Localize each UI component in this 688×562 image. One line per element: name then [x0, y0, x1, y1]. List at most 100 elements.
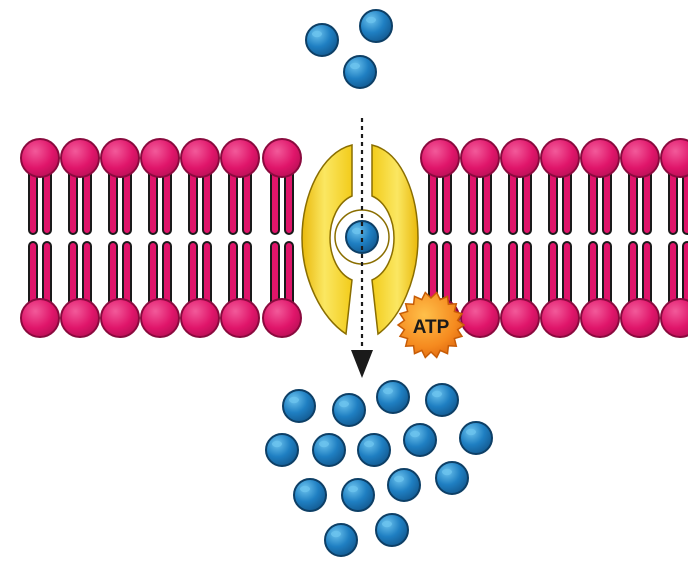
molecule-inside	[312, 433, 346, 467]
lipid-tail	[68, 167, 78, 235]
molecule-in-channel	[345, 220, 379, 254]
lipid-tail	[482, 241, 492, 309]
lipid-tail	[628, 167, 638, 235]
lipid-tail	[202, 167, 212, 235]
lipid-tail	[148, 241, 158, 309]
molecule-highlight	[348, 485, 358, 493]
molecule-highlight	[289, 396, 299, 404]
lipid-head	[262, 138, 302, 178]
molecule-body	[387, 468, 421, 502]
lipid-tail	[428, 167, 438, 235]
lipid-tail	[642, 241, 652, 309]
atp-energy-badge: ATP	[396, 291, 466, 359]
molecule-body	[343, 55, 377, 89]
lipid-head	[262, 298, 302, 338]
lipid-head	[460, 298, 500, 338]
lipid-tail	[162, 167, 172, 235]
phospholipid	[620, 138, 660, 338]
lipid-tail	[68, 241, 78, 309]
molecule-outside	[305, 23, 339, 57]
molecule-inside	[293, 478, 327, 512]
lipid-head	[620, 298, 660, 338]
lipid-tail	[522, 241, 532, 309]
phospholipid	[140, 138, 180, 338]
channel-protein-right-half	[371, 144, 419, 336]
lipid-tail	[188, 241, 198, 309]
lipid-head	[500, 298, 540, 338]
molecule-inside	[435, 461, 469, 495]
molecule-body	[265, 433, 299, 467]
lipid-tail	[442, 167, 452, 235]
molecule-highlight	[352, 227, 362, 235]
molecule-highlight	[366, 16, 376, 24]
molecule-body	[312, 433, 346, 467]
lipid-tail	[508, 241, 518, 309]
lipid-tail	[242, 167, 252, 235]
phospholipid	[460, 138, 500, 338]
lipid-head	[420, 138, 460, 178]
lipid-head	[660, 138, 688, 178]
lipid-head	[100, 138, 140, 178]
molecule-highlight	[410, 430, 420, 438]
lipid-head	[220, 298, 260, 338]
lipid-head	[60, 298, 100, 338]
lipid-tail	[642, 167, 652, 235]
molecule-highlight	[382, 520, 392, 528]
molecule-highlight	[300, 485, 310, 493]
lipid-tail	[122, 167, 132, 235]
phospholipid	[100, 138, 140, 338]
arrow-head-icon	[351, 350, 373, 378]
lipid-tail	[668, 167, 678, 235]
molecule-body	[282, 389, 316, 423]
lipid-head	[540, 298, 580, 338]
lipid-tail	[284, 241, 294, 309]
molecule-highlight	[364, 440, 374, 448]
lipid-tail	[468, 241, 478, 309]
molecule-body	[376, 380, 410, 414]
lipid-head	[660, 298, 688, 338]
molecule-highlight	[466, 428, 476, 436]
channel-protein-left-half	[301, 144, 353, 336]
phospholipid	[580, 138, 620, 338]
molecule-inside	[341, 478, 375, 512]
phospholipid	[660, 138, 688, 338]
lipid-tail	[228, 167, 238, 235]
molecule-body	[459, 421, 493, 455]
lipid-head	[540, 138, 580, 178]
molecule-highlight	[442, 468, 452, 476]
atp-label: ATP	[413, 317, 450, 338]
lipid-head	[620, 138, 660, 178]
lipid-tail	[148, 167, 158, 235]
molecule-highlight	[350, 62, 360, 70]
molecule-highlight	[272, 440, 282, 448]
molecule-body	[357, 433, 391, 467]
molecule-highlight	[394, 475, 404, 483]
phospholipid	[180, 138, 220, 338]
molecule-body	[403, 423, 437, 457]
lipid-tail	[82, 241, 92, 309]
molecule-body	[435, 461, 469, 495]
lipid-tail	[588, 167, 598, 235]
molecule-inside	[332, 393, 366, 427]
molecule-body	[375, 513, 409, 547]
lipid-tail	[82, 167, 92, 235]
lipid-tail	[42, 167, 52, 235]
lipid-head	[140, 138, 180, 178]
lipid-tail	[108, 167, 118, 235]
lipid-head	[460, 138, 500, 178]
molecule-inside	[376, 380, 410, 414]
molecule-inside	[375, 513, 409, 547]
lipid-tail	[562, 167, 572, 235]
lipid-head	[500, 138, 540, 178]
lipid-tail	[682, 241, 688, 309]
phospholipid	[500, 138, 540, 338]
atp-starburst-icon	[396, 291, 466, 359]
lipid-head	[180, 138, 220, 178]
lipid-tail	[522, 167, 532, 235]
molecule-body	[324, 523, 358, 557]
lipid-tail	[162, 241, 172, 309]
molecule-inside	[282, 389, 316, 423]
lipid-tail	[508, 167, 518, 235]
lipid-tail	[482, 167, 492, 235]
lipid-head	[180, 298, 220, 338]
